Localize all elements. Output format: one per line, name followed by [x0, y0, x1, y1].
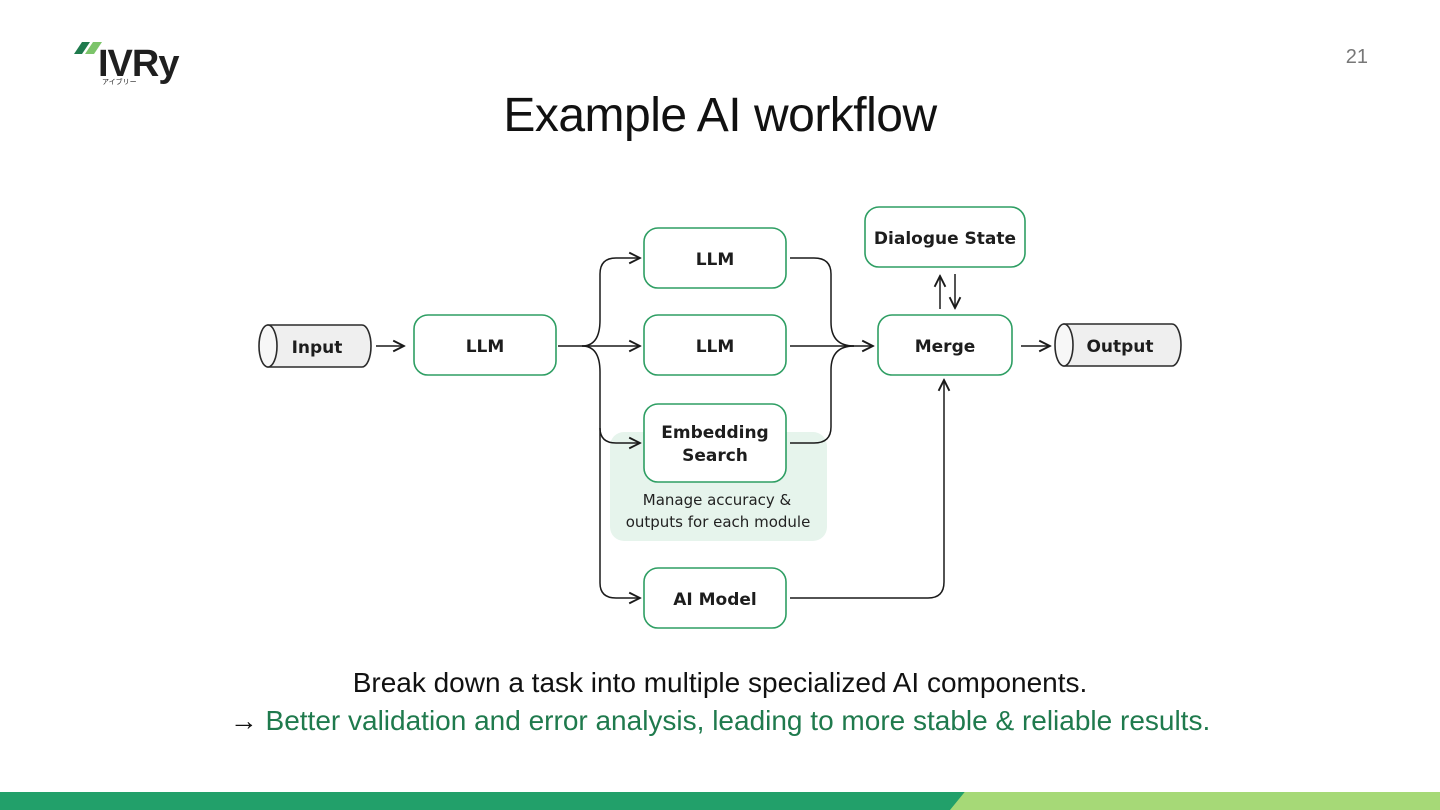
footer-bar-dark [0, 792, 965, 810]
llm-top-node: LLM [643, 227, 787, 289]
llm-top-label: LLM [696, 250, 735, 270]
merge-node: Merge [877, 314, 1013, 376]
dialogue-state-node: Dialogue State [864, 206, 1026, 268]
embedding-search-node: Embedding Search [643, 403, 787, 483]
footer-bar-light [950, 792, 1440, 810]
summary-line2: Better validation and error analysis, le… [265, 705, 1211, 736]
svg-text:アイブリー: アイブリー [102, 77, 137, 86]
summary-line2-wrapper: → Better validation and error analysis, … [0, 702, 1440, 740]
slide-title: Example AI workflow [503, 89, 937, 142]
edge-llm-aimodel [599, 428, 640, 598]
llm-mid-node: LLM [643, 314, 787, 376]
merge-label: Merge [915, 337, 976, 357]
edge-llm-top [581, 258, 640, 347]
ai-model-label: AI Model [673, 590, 757, 610]
note-line1: Manage accuracy & [643, 491, 792, 509]
output-node: Output [1054, 323, 1182, 367]
summary: Break down a task into multiple speciali… [0, 664, 1440, 740]
edge-top-merge [790, 257, 855, 347]
llm-main-node: LLM [413, 314, 557, 376]
input-node: Input [258, 324, 372, 368]
svg-text:IVRy: IVRy [98, 43, 179, 85]
input-label: Input [292, 338, 343, 358]
summary-arrow: → [229, 705, 258, 736]
output-label: Output [1086, 337, 1153, 357]
company-logo: IVRy アイブリー [72, 40, 202, 86]
ai-model-node: AI Model [643, 567, 787, 629]
edge-embedding-merge [790, 345, 855, 444]
llm-mid-label: LLM [696, 337, 735, 357]
edge-llm-embedding [581, 345, 640, 443]
page-number: 21 [1345, 46, 1368, 68]
note-line2: outputs for each module [626, 513, 811, 531]
dialogue-state-label: Dialogue State [874, 229, 1016, 249]
llm-main-label: LLM [466, 337, 505, 357]
embedding-label-line2: Search [682, 446, 748, 466]
summary-line1: Break down a task into multiple speciali… [352, 667, 1088, 698]
embedding-label-line1: Embedding [661, 423, 768, 443]
edge-aimodel-merge [790, 380, 944, 599]
